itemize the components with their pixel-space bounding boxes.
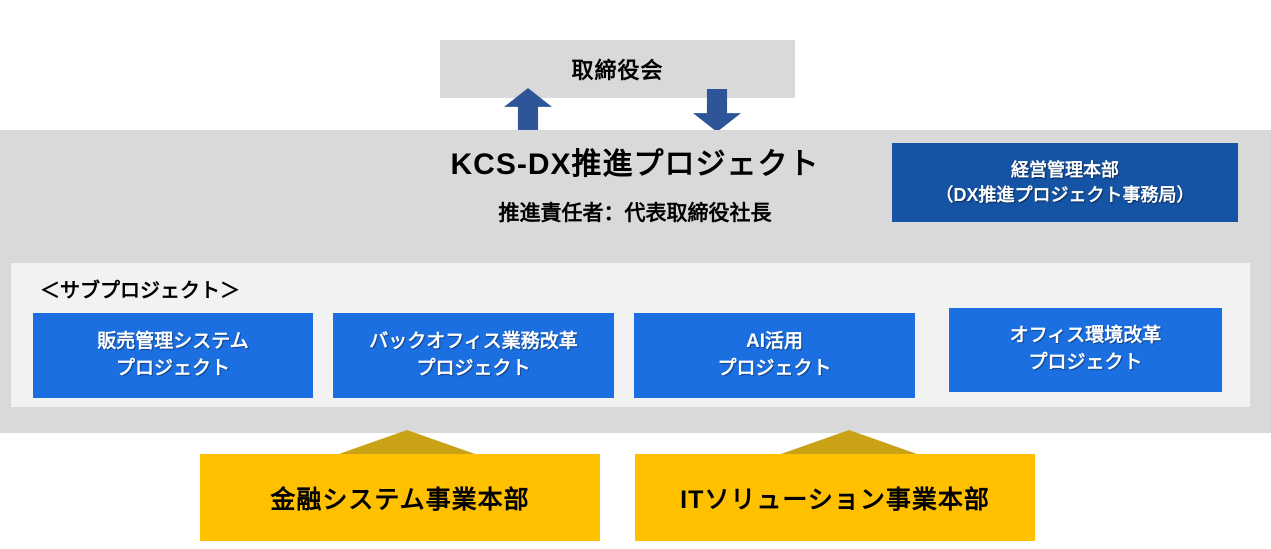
board-of-directors-box: 取締役会 bbox=[440, 40, 795, 98]
subproject-line2: プロジェクト bbox=[1028, 352, 1143, 373]
division-label: ITソリューション事業本部 bbox=[680, 485, 990, 514]
subproject-line2: プロジェクト bbox=[416, 357, 531, 379]
subproject-line1: 販売管理システム bbox=[97, 330, 249, 352]
subproject-line1: バックオフィス業務改革 bbox=[369, 330, 578, 352]
pmo-line1: 経営管理本部 bbox=[1011, 160, 1119, 181]
division-label: 金融システム事業本部 bbox=[270, 485, 530, 514]
subproject-box-sales-management: 販売管理システム プロジェクト bbox=[33, 313, 313, 398]
subproject-line1: AI活用 bbox=[745, 330, 803, 352]
subproject-line2: プロジェクト bbox=[115, 357, 230, 379]
board-of-directors-label: 取締役会 bbox=[571, 58, 664, 83]
subproject-box-ai-utilization: AI活用 プロジェクト bbox=[634, 313, 915, 398]
subproject-line2: プロジェクト bbox=[717, 357, 832, 379]
subproject-box-office-environment: オフィス環境改革 プロジェクト bbox=[949, 308, 1222, 392]
subproject-box-backoffice-reform: バックオフィス業務改革 プロジェクト bbox=[333, 313, 614, 398]
triangle-up-icon bbox=[336, 430, 478, 455]
project-leader-label: 推進責任者：代表取締役社長 bbox=[498, 202, 772, 225]
pmo-line2: （DX推進プロジェクト事務局） bbox=[935, 184, 1195, 205]
pmo-box: 経営管理本部 （DX推進プロジェクト事務局） bbox=[892, 143, 1238, 222]
subproject-heading: ＜サブプロジェクト＞ bbox=[40, 280, 240, 302]
division-box-financial-systems: 金融システム事業本部 bbox=[200, 454, 600, 541]
project-title: KCS-DX推進プロジェクト bbox=[450, 148, 820, 181]
subproject-line1: オフィス環境改革 bbox=[1009, 325, 1162, 347]
division-box-it-solutions: ITソリューション事業本部 bbox=[635, 454, 1035, 541]
triangle-up-icon bbox=[778, 430, 920, 455]
